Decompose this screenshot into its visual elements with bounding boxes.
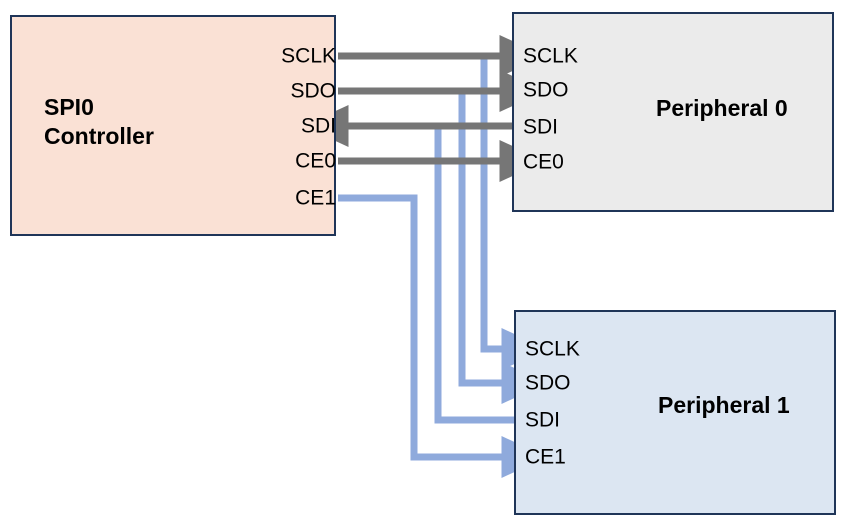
peripheral-1-box[interactable] — [514, 310, 836, 515]
peripheral-0-title: Peripheral 0 — [656, 95, 788, 121]
spi0-controller-box[interactable] — [10, 15, 336, 236]
wire-sclk-peripheral1 — [480, 56, 547, 370]
controller-pin-sdi: SDI — [300, 114, 336, 138]
controller-pin-sdo: SDO — [290, 79, 336, 103]
peripheral-0-pin-sdo: SDO — [523, 78, 569, 102]
peripheral-0-box[interactable] — [512, 12, 834, 212]
peripheral-1-title: Peripheral 1 — [658, 392, 790, 418]
peripheral-1-pin-ce1: CE1 — [525, 445, 566, 469]
peripheral-0-pin-sdi: SDI — [523, 115, 559, 139]
controller-pin-sclk: SCLK — [281, 44, 336, 68]
wire-sdo-peripheral1 — [458, 91, 547, 404]
controller-pin-ce0: CE0 — [295, 149, 336, 173]
peripheral-1-pin-sdi: SDI — [525, 408, 561, 432]
peripheral-1-pin-sclk: SCLK — [525, 337, 580, 361]
wire-ce1-peripheral1 — [338, 194, 547, 478]
peripheral-0-pin-sclk: SCLK — [523, 44, 578, 68]
peripheral-1-pin-sdo: SDO — [525, 371, 571, 395]
wire-sdi-peripheral1 — [434, 126, 514, 424]
spi0-controller-title: SPI0 Controller — [44, 94, 154, 149]
controller-pin-ce1: CE1 — [295, 186, 336, 210]
peripheral-0-pin-ce0: CE0 — [523, 150, 564, 174]
